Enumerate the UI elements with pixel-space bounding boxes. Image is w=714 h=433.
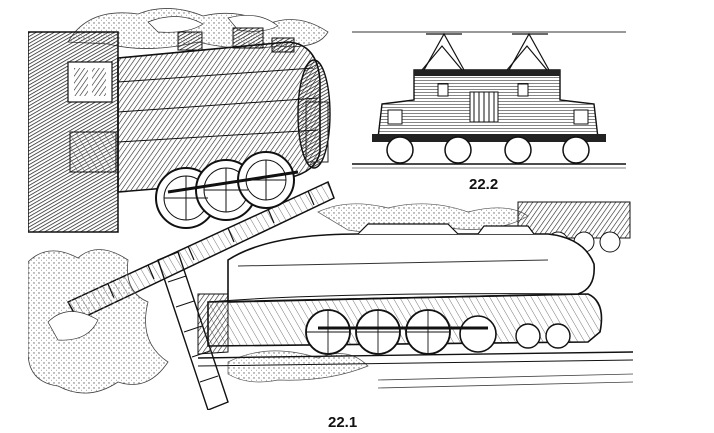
streamlined-locomotive (197, 223, 634, 389)
electric-locomotive-wheels (386, 136, 590, 164)
steam-locomotive-front (28, 27, 331, 233)
inset-figure-caption: 22.2 (469, 176, 499, 193)
pantograph-left (421, 32, 465, 71)
electric-locomotive-body (372, 69, 606, 142)
main-figure-caption: 22.1 (328, 414, 358, 431)
steam-locomotives-illustration (28, 2, 640, 410)
pantograph-right (506, 32, 550, 71)
smoke-cloud-bottom (28, 249, 369, 394)
electric-locomotive-illustration (352, 26, 626, 176)
